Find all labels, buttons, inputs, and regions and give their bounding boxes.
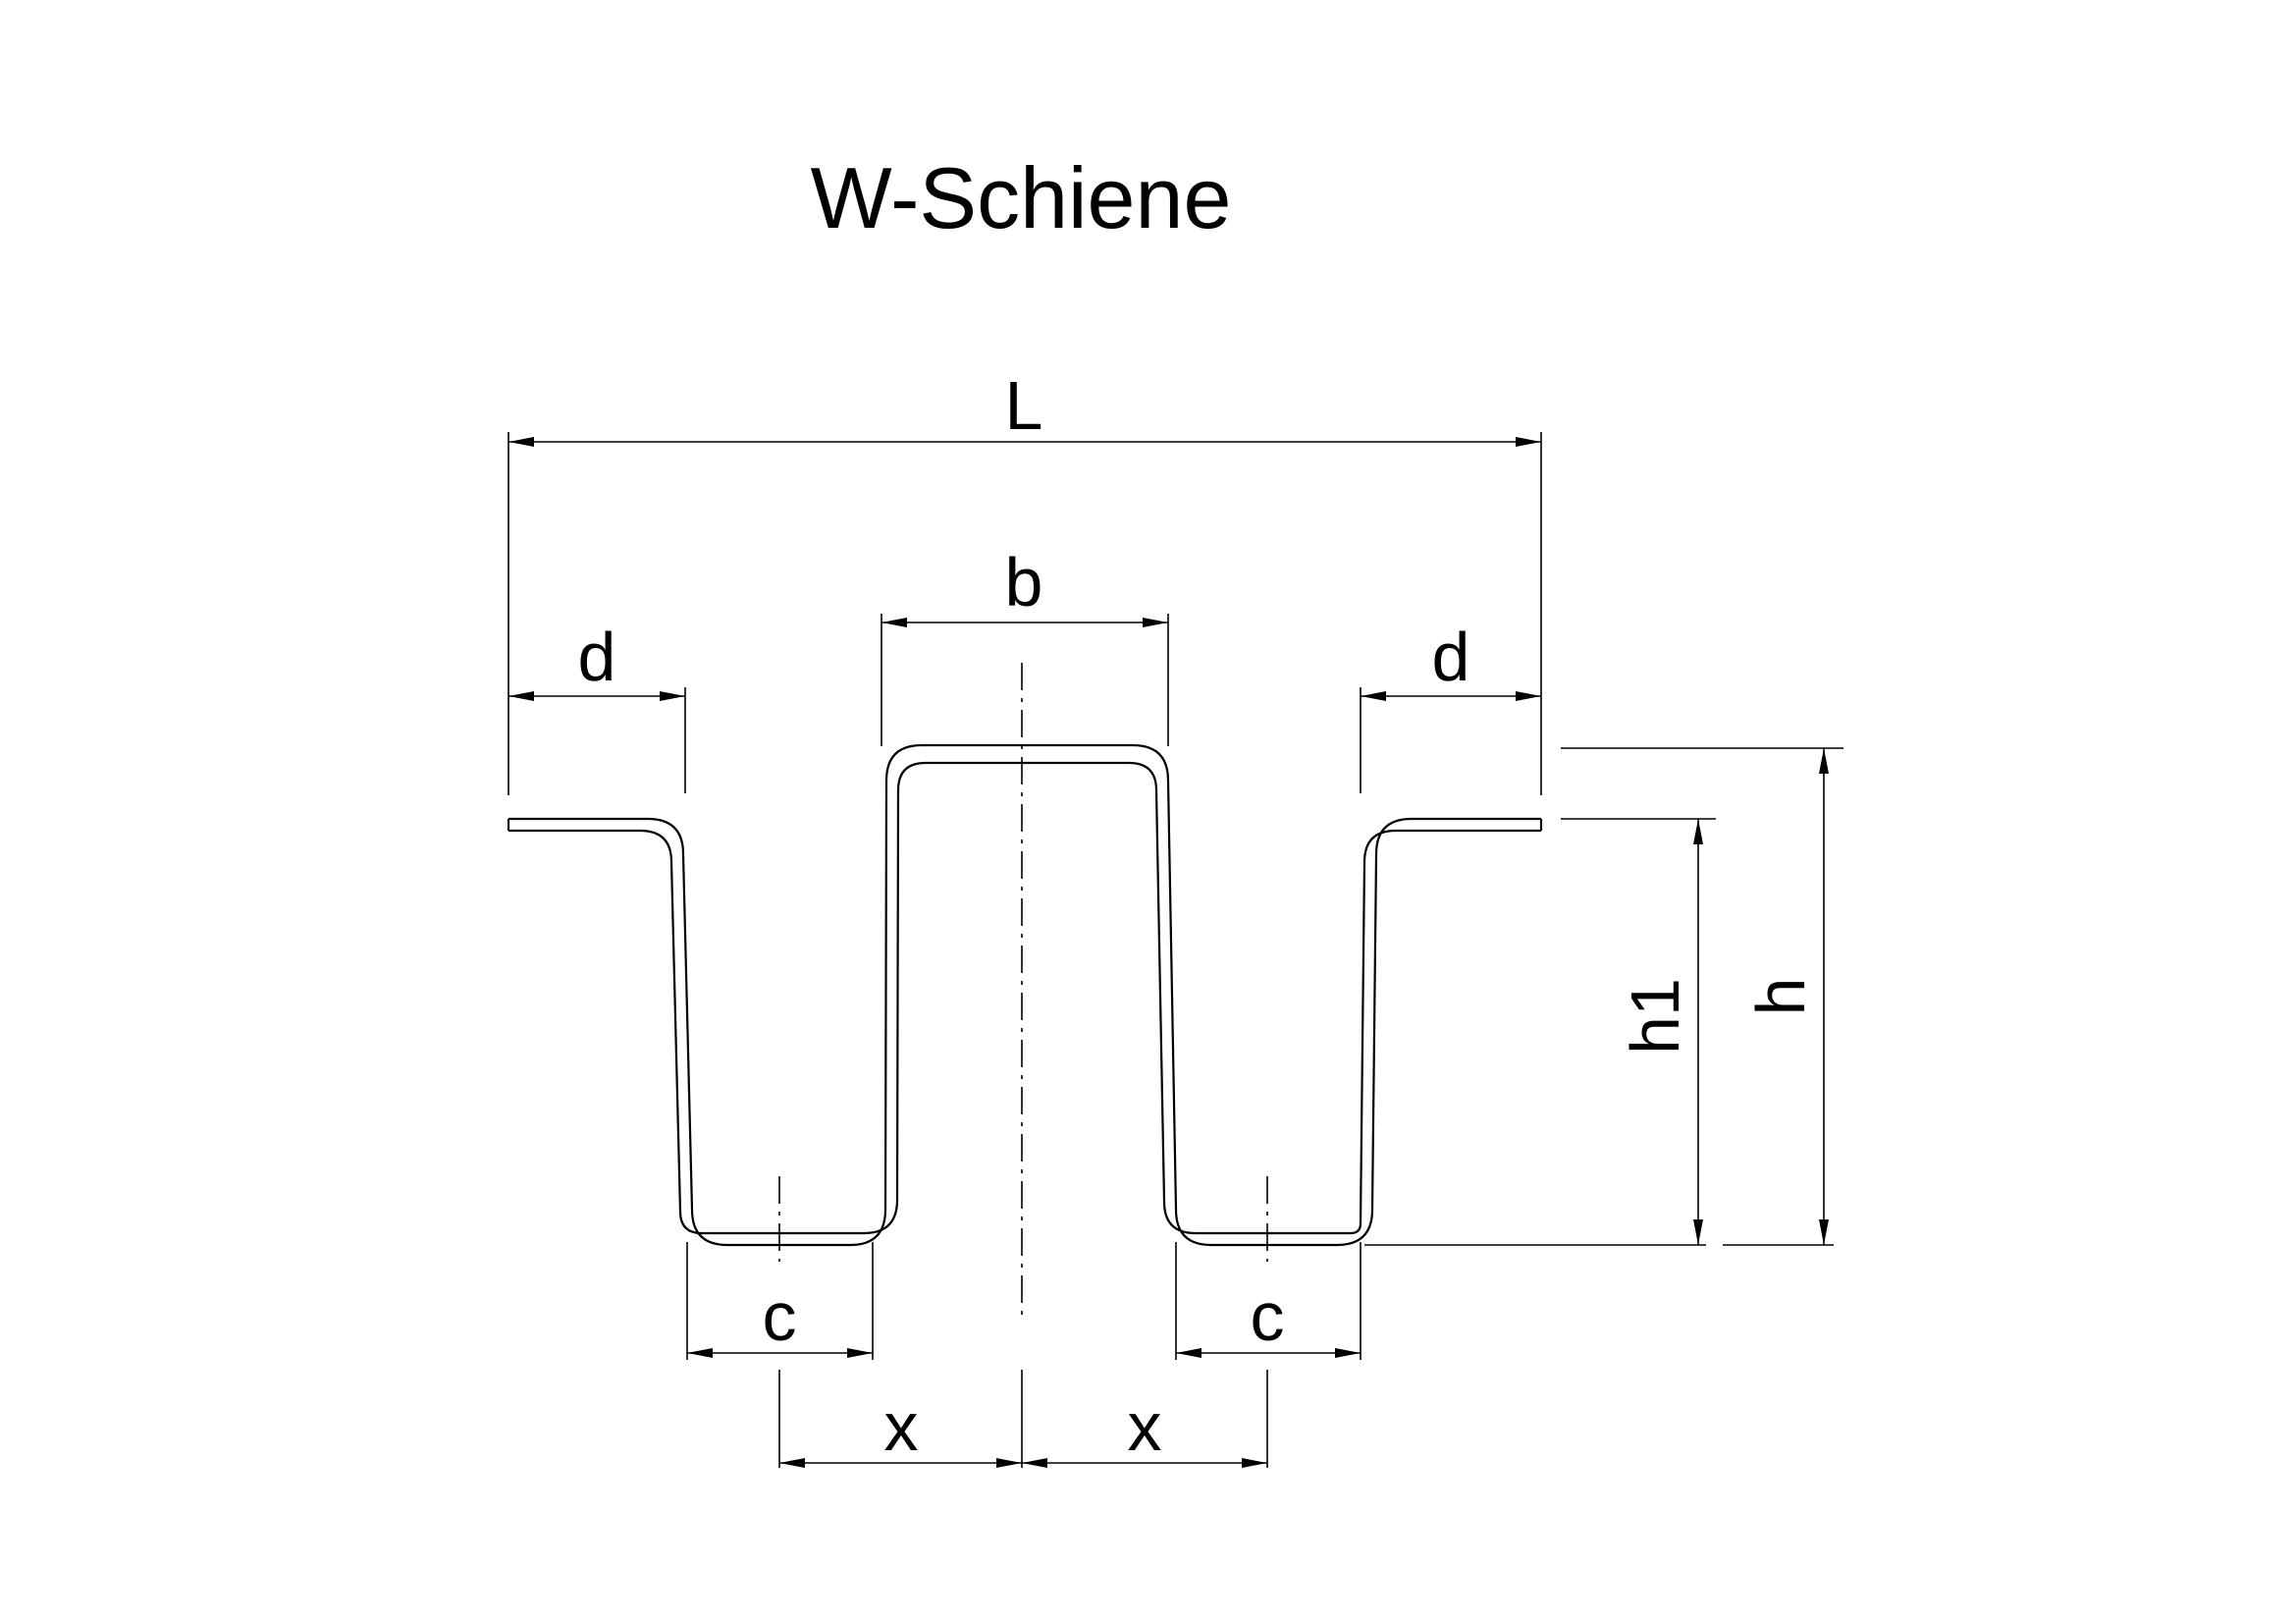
label-c-right: c	[1251, 1278, 1285, 1355]
label-b: b	[1005, 544, 1043, 621]
dimension-d-left: d	[508, 619, 685, 701]
dimension-x-right: x	[1022, 1388, 1267, 1468]
label-x-left: x	[884, 1388, 919, 1465]
label-d-right: d	[1432, 619, 1470, 695]
dimension-d-right: d	[1361, 619, 1541, 701]
label-x-right: x	[1128, 1388, 1162, 1465]
dimension-h: h	[1742, 748, 1829, 1245]
w-profile	[507, 743, 1543, 1247]
diagram-title: W-Schiene	[811, 149, 1232, 246]
label-L: L	[1005, 367, 1043, 444]
dimension-c-right: c	[1176, 1278, 1361, 1358]
dimension-x-left: x	[779, 1388, 1022, 1468]
dimension-L: L	[508, 367, 1541, 447]
dimension-h1: h1	[1617, 819, 1703, 1245]
label-c-left: c	[763, 1278, 797, 1355]
profile-inner-line	[508, 761, 1541, 1235]
extension-lines	[507, 432, 1843, 1468]
label-h: h	[1742, 978, 1819, 1016]
label-d-left: d	[578, 619, 616, 695]
label-h1: h1	[1617, 978, 1693, 1055]
profile-outer-line	[508, 743, 1541, 1247]
dimension-c-left: c	[687, 1278, 873, 1358]
dimension-b: b	[881, 544, 1168, 627]
